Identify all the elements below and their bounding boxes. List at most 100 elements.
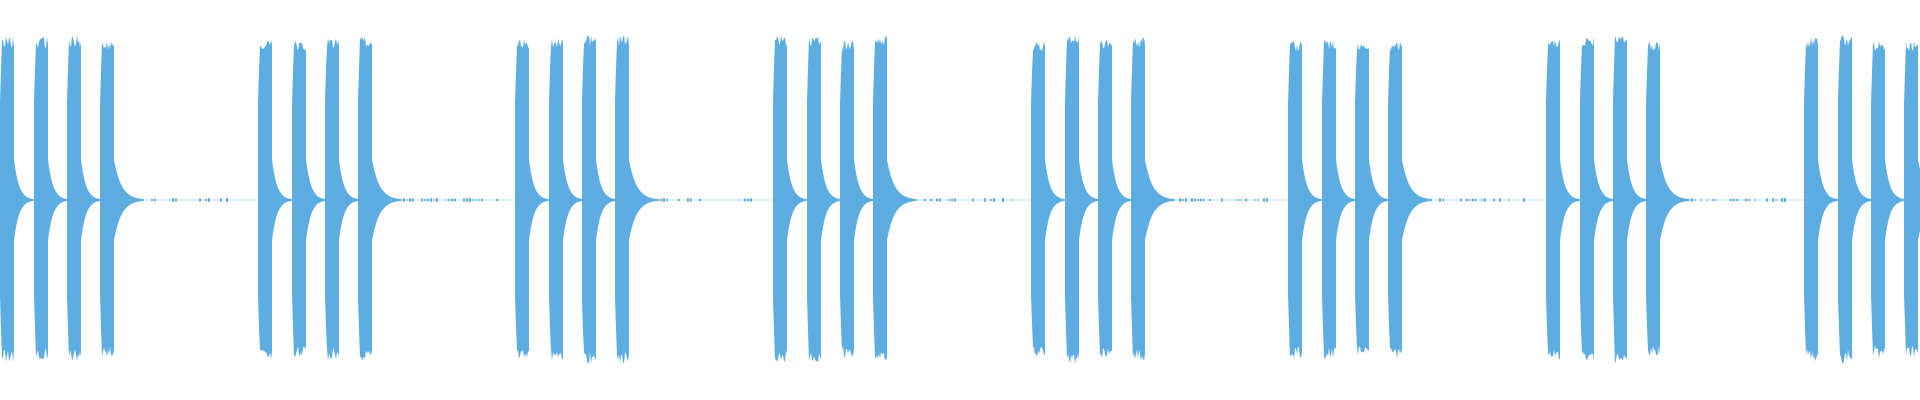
waveform-noise bbox=[1185, 198, 1187, 202]
waveform-group bbox=[515, 34, 752, 365]
waveform-burst-tail bbox=[1818, 160, 1838, 240]
waveform-noise bbox=[1508, 199, 1510, 201]
waveform-noise bbox=[154, 198, 156, 202]
waveform-noise bbox=[478, 199, 480, 201]
waveform-noise bbox=[448, 199, 450, 201]
waveform-noise bbox=[1221, 198, 1223, 202]
waveform-noise bbox=[1781, 198, 1783, 202]
waveform-burst bbox=[1580, 35, 1594, 362]
waveform-burst bbox=[1904, 41, 1918, 358]
waveform-burst bbox=[1804, 36, 1818, 362]
waveform-burst bbox=[1355, 43, 1369, 356]
waveform-burst bbox=[1322, 40, 1336, 360]
waveform-group bbox=[258, 36, 498, 361]
waveform-noise bbox=[744, 198, 746, 202]
waveform-noise bbox=[1772, 198, 1774, 202]
waveform-burst bbox=[582, 34, 596, 365]
waveform-noise bbox=[1191, 198, 1193, 202]
waveform-group bbox=[773, 35, 1013, 363]
waveform-burst-tail bbox=[1627, 160, 1647, 240]
waveform-noise bbox=[1197, 198, 1199, 202]
waveform-burst bbox=[807, 36, 821, 363]
waveform-burst-tail bbox=[1594, 160, 1614, 240]
waveform-noise bbox=[451, 198, 453, 202]
waveform-noise bbox=[427, 198, 429, 202]
waveform-noise bbox=[1736, 199, 1738, 201]
waveform-noise bbox=[1266, 198, 1268, 202]
waveform-noise bbox=[205, 199, 207, 201]
waveform-noise bbox=[690, 198, 692, 202]
waveform-noise bbox=[475, 199, 477, 201]
waveform-burst bbox=[1098, 39, 1112, 359]
waveform-burst-tail bbox=[272, 160, 292, 240]
waveform-burst bbox=[0, 36, 14, 362]
waveform-noise bbox=[993, 198, 995, 202]
waveform-noise bbox=[175, 198, 177, 202]
waveform-noise bbox=[660, 199, 662, 201]
waveform-noise bbox=[1715, 199, 1717, 201]
waveform-noise bbox=[738, 199, 740, 201]
waveform-noise bbox=[403, 198, 405, 202]
waveform-noise bbox=[454, 198, 456, 202]
waveform-burst bbox=[1613, 36, 1627, 364]
waveform-noise bbox=[1200, 198, 1202, 202]
waveform-burst bbox=[873, 36, 887, 361]
waveform-burst-tail bbox=[1045, 160, 1065, 240]
waveform-burst-tail bbox=[1112, 160, 1132, 240]
waveform-noise bbox=[1730, 198, 1732, 202]
waveform-noise bbox=[1706, 199, 1708, 201]
waveform-noise bbox=[1239, 199, 1241, 201]
waveform-noise bbox=[1469, 199, 1471, 201]
waveform-burst-tail bbox=[787, 160, 807, 240]
waveform-noise bbox=[151, 198, 153, 202]
waveform-burst bbox=[1838, 35, 1852, 364]
waveform-noise bbox=[699, 198, 701, 202]
waveform-noise bbox=[1011, 199, 1013, 201]
waveform-burst-tail bbox=[563, 160, 583, 240]
waveform-noise bbox=[1499, 198, 1501, 202]
waveform-noise bbox=[1257, 199, 1259, 201]
waveform-burst-tail bbox=[887, 160, 917, 240]
waveform-burst-tail bbox=[1660, 160, 1690, 240]
waveform-noise bbox=[208, 198, 210, 202]
waveform-bursts bbox=[0, 34, 1920, 365]
waveform-burst bbox=[258, 40, 272, 360]
waveform-noise bbox=[1203, 199, 1205, 201]
waveform-group bbox=[1288, 40, 1525, 360]
waveform-noise bbox=[1700, 199, 1702, 201]
waveform-noise bbox=[496, 199, 498, 201]
waveform-noise bbox=[1179, 198, 1181, 202]
waveform-noise bbox=[430, 198, 432, 202]
waveform-noise bbox=[436, 198, 438, 202]
waveform-burst-tail bbox=[372, 160, 402, 240]
waveform-noise bbox=[169, 199, 171, 201]
waveform-burst-tail bbox=[821, 160, 841, 240]
waveform-burst bbox=[1388, 41, 1402, 359]
waveform-noise bbox=[409, 198, 411, 202]
waveform-noise bbox=[1254, 199, 1256, 201]
waveform-noise bbox=[1442, 199, 1444, 201]
waveform-noise bbox=[424, 199, 426, 201]
waveform-noise bbox=[954, 198, 956, 202]
waveform-group bbox=[0, 35, 228, 362]
waveform-burst-tail bbox=[1145, 160, 1175, 240]
waveform-noise bbox=[687, 198, 689, 202]
waveform-burst-tail bbox=[48, 160, 68, 240]
waveform-noise bbox=[1194, 198, 1196, 202]
waveform-noise bbox=[747, 198, 749, 202]
waveform-noise bbox=[1475, 199, 1477, 201]
waveform-noise bbox=[990, 199, 992, 201]
waveform-noise bbox=[1002, 198, 1004, 202]
waveform-noise bbox=[1733, 199, 1735, 201]
waveform-burst-tail bbox=[1079, 160, 1099, 240]
waveform-burst bbox=[100, 41, 114, 358]
waveform-noise bbox=[433, 199, 435, 201]
waveform-burst bbox=[549, 38, 563, 361]
waveform-noise bbox=[951, 198, 953, 202]
waveform-noise bbox=[412, 198, 414, 202]
waveform-noise bbox=[972, 198, 974, 202]
waveform-noise bbox=[1691, 198, 1693, 202]
waveform-noise bbox=[948, 199, 950, 201]
waveform-noise bbox=[481, 198, 483, 202]
